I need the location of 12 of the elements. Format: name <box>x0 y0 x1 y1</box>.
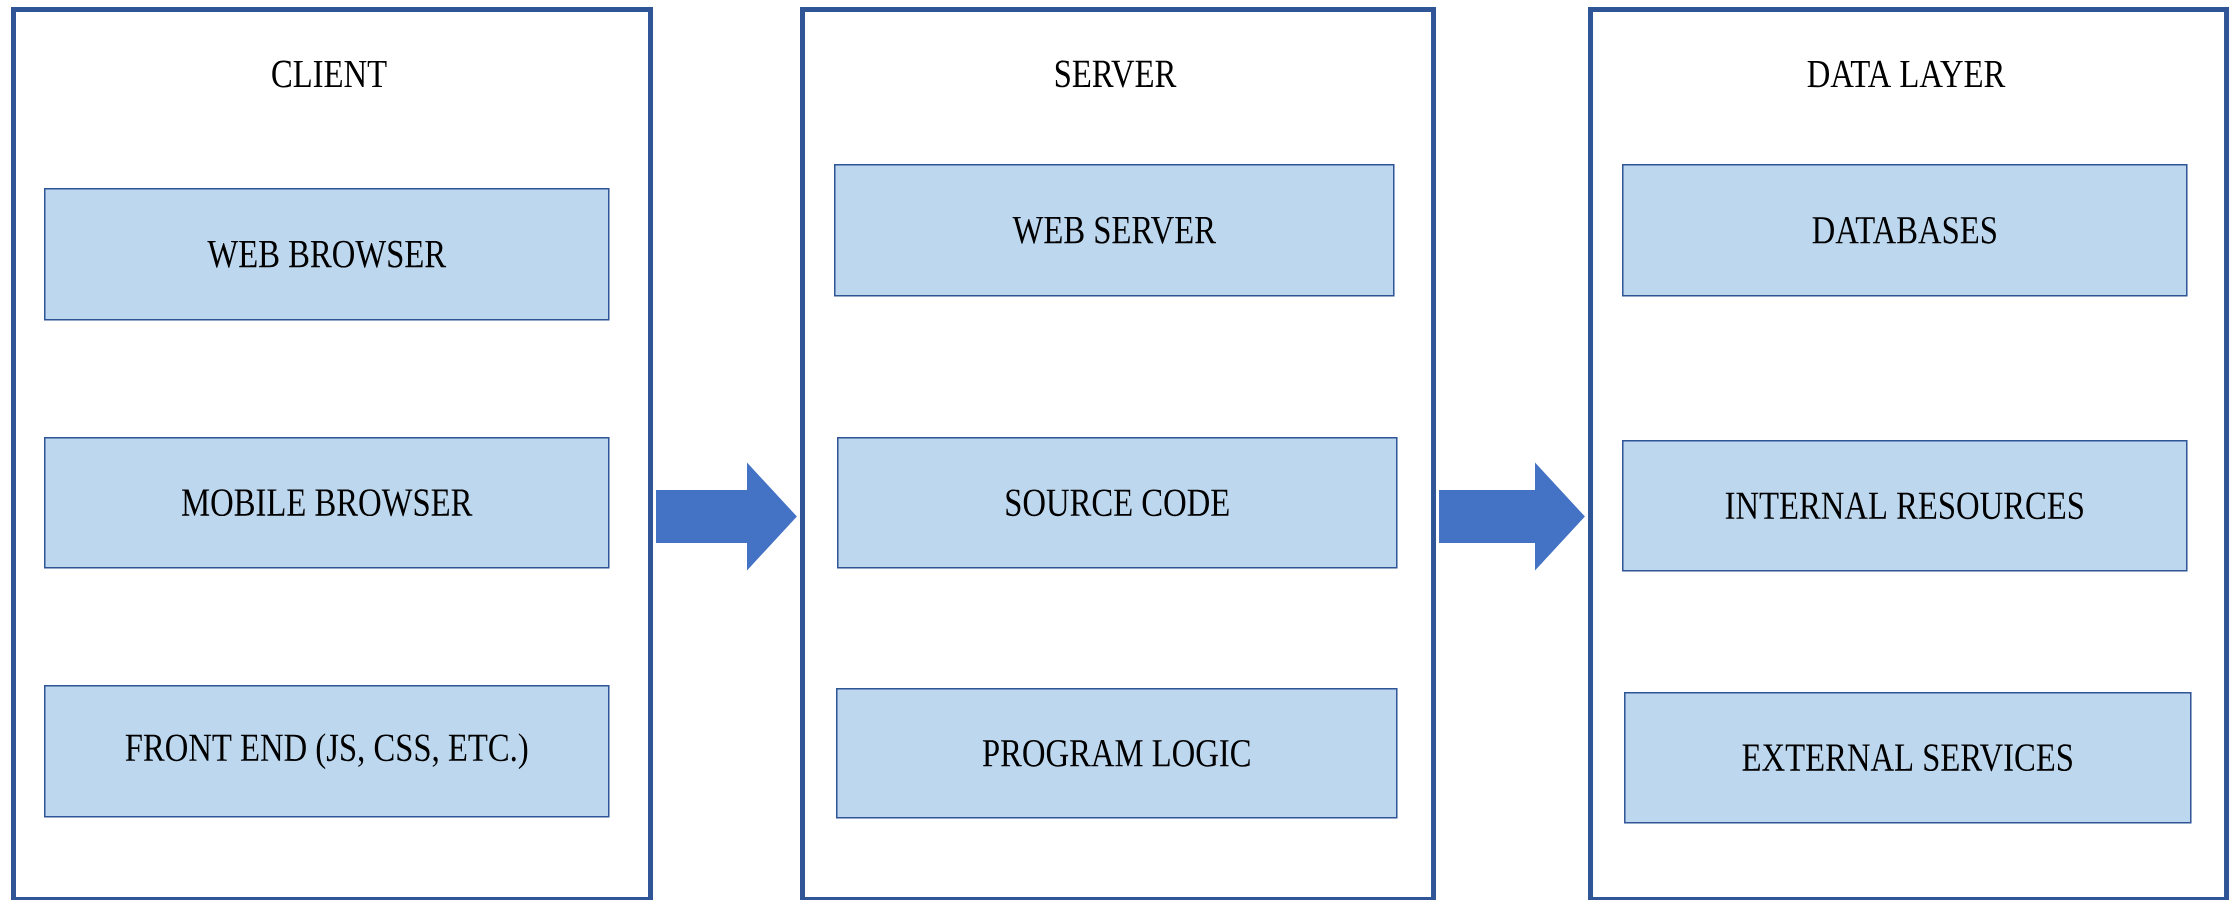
component-box: WEB SERVER <box>834 164 1395 297</box>
column-title: CLIENT <box>272 60 387 88</box>
component-box: PROGRAM LOGIC <box>836 688 1398 819</box>
component-box: WEB BROWSER <box>44 188 610 321</box>
component-box: INTERNAL RESOURCES <box>1622 440 2188 572</box>
component-box: SOURCE CODE <box>837 437 1398 569</box>
column-title: SERVER <box>1055 60 1177 88</box>
component-box: FRONT END (JS, CSS, ETC.) <box>44 685 610 818</box>
component-box: MOBILE BROWSER <box>44 437 610 569</box>
component-box: EXTERNAL SERVICES <box>1624 692 2192 824</box>
component-box: DATABASES <box>1622 164 2188 297</box>
column-title: DATA LAYER <box>1807 60 2006 88</box>
